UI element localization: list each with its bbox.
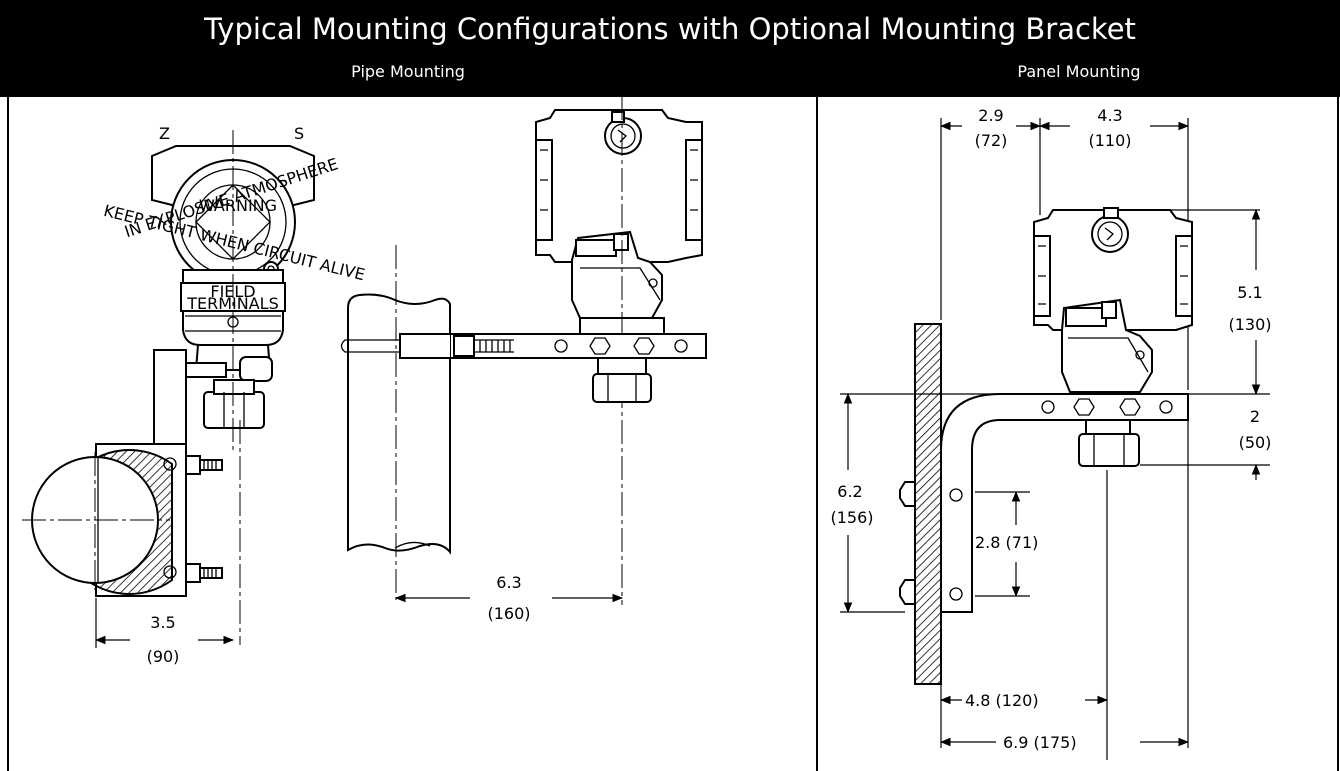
pipe-mounting-heading: Pipe Mounting bbox=[351, 62, 465, 81]
panel-dim-6-2-metric: (156) bbox=[830, 508, 873, 527]
panel-mounting-heading: Panel Mounting bbox=[1017, 62, 1141, 81]
pipe-dim-3-5-value: 3.5 bbox=[150, 613, 175, 632]
panel-dim-2-8-label: 2.8 (71) bbox=[975, 533, 1038, 552]
pipe-dim-3-5-metric: (90) bbox=[147, 647, 180, 666]
warning-text-mid: WARNING bbox=[199, 196, 277, 215]
terminals-label: TERMINALS bbox=[186, 294, 279, 313]
panel-dim-4-3-metric: (110) bbox=[1088, 131, 1131, 150]
panel-dim-5-1-value: 5.1 bbox=[1237, 283, 1262, 302]
panel-dim-2-9-metric: (72) bbox=[975, 131, 1008, 150]
cover-letter-s: S bbox=[294, 124, 304, 143]
panel-dim-6-2-value: 6.2 bbox=[837, 482, 862, 501]
panel-dim-5-1-metric: (130) bbox=[1228, 315, 1271, 334]
panel-dim-2-value: 2 bbox=[1250, 407, 1260, 426]
pipe-side-view bbox=[340, 96, 707, 605]
cover-letter-z: Z bbox=[159, 124, 170, 143]
panel-dim-6-9-label: 6.9 (175) bbox=[1003, 733, 1077, 752]
panel-dim-4-3-value: 4.3 bbox=[1097, 106, 1122, 125]
panel-view bbox=[840, 118, 1270, 760]
page-title: Typical Mounting Configurations with Opt… bbox=[204, 12, 1136, 46]
header-bar: Typical Mounting Configurations with Opt… bbox=[0, 0, 1340, 97]
section-frames bbox=[7, 97, 1339, 771]
panel-dim-2-9-value: 2.9 bbox=[978, 106, 1003, 125]
pipe-front-view bbox=[22, 130, 315, 648]
pipe-dim-6-3-metric: (160) bbox=[487, 604, 530, 623]
field-label: FIELD bbox=[210, 282, 255, 301]
panel-dim-2-metric: (50) bbox=[1239, 433, 1272, 452]
panel-dim-4-8-label: 4.8 (120) bbox=[965, 691, 1039, 710]
pipe-dim-6-3-value: 6.3 bbox=[496, 573, 521, 592]
